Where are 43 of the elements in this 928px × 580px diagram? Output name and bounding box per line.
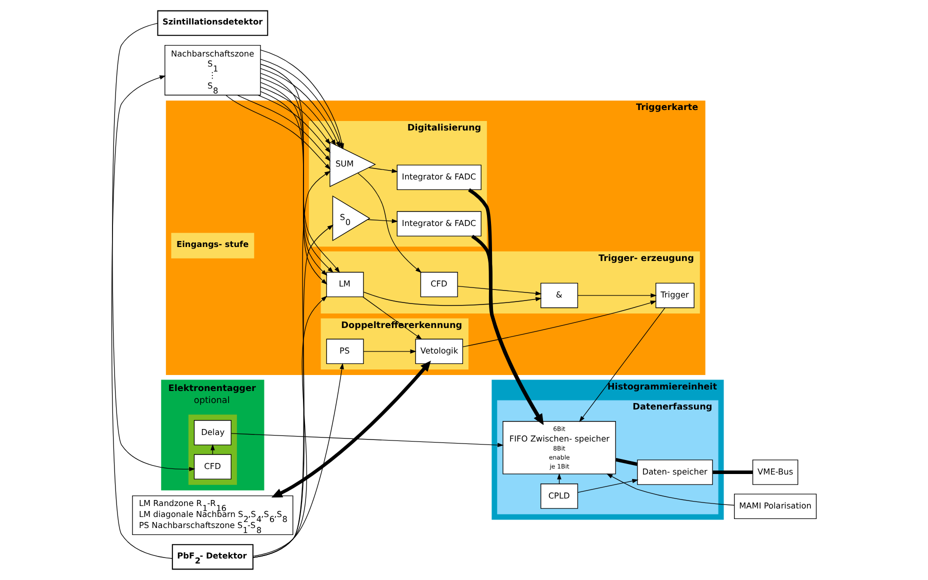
node-box: MAMI Polarisation — [734, 494, 817, 520]
arrow — [457, 286, 542, 296]
arrow — [367, 218, 398, 224]
arrow — [362, 296, 422, 340]
arrow — [358, 172, 422, 273]
node-box: PS — [326, 338, 364, 364]
node-box: Daten- speicher — [637, 460, 713, 485]
arrow — [112, 22, 196, 472]
arrow — [363, 349, 416, 354]
node-box: LM — [326, 272, 364, 298]
arrow — [258, 94, 330, 154]
arrow — [577, 478, 638, 493]
arrow — [237, 94, 331, 162]
arrow — [271, 360, 431, 498]
arrow — [606, 474, 735, 506]
arrow — [260, 77, 336, 146]
node-box: Eingangs- stufe — [171, 232, 254, 258]
arrow — [111, 75, 173, 559]
node-box: Integrator & FADC — [396, 211, 482, 236]
node-box: CPLD — [540, 484, 578, 509]
connector — [712, 470, 753, 474]
node-box: CFD — [194, 454, 232, 480]
node-box: VME-Bus — [752, 460, 798, 485]
arrow — [368, 167, 398, 173]
node-box: CFD — [420, 272, 458, 298]
arrow — [579, 308, 666, 422]
connector — [615, 458, 638, 466]
arrow — [462, 300, 657, 348]
arrow — [363, 292, 542, 306]
arrow — [226, 94, 331, 170]
arrow — [252, 296, 328, 558]
node-box: Trigger — [656, 282, 694, 308]
node-box: Delay — [194, 420, 232, 446]
arrow — [252, 362, 344, 557]
node-box: Szintillationsdetektor — [157, 10, 268, 36]
node-box: Vetologik — [415, 338, 464, 364]
node-box: Integrator & FADC — [396, 164, 482, 190]
arrow — [577, 293, 657, 298]
arrow — [260, 86, 330, 145]
arrow — [252, 224, 334, 558]
arrow — [252, 170, 331, 558]
node-box: & — [540, 282, 578, 308]
arrow — [230, 433, 504, 448]
